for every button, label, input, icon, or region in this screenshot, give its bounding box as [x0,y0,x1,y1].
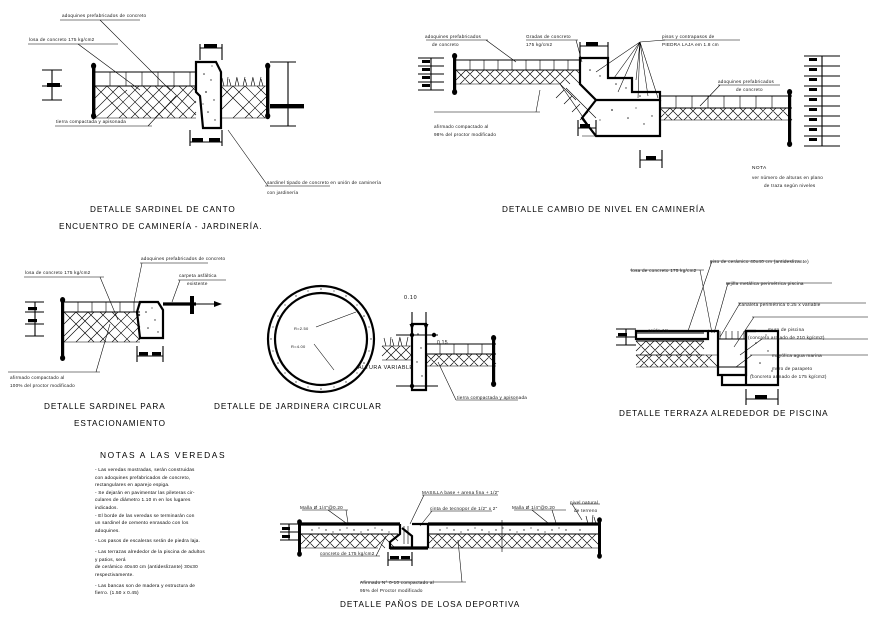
detail-terraza-piscina-graphic [616,260,868,405]
label-adoquines-pref-d3: adoquines prefabricados de concreto [141,256,226,261]
label-muro-piscina-d6: muro de piscina [768,327,805,332]
note-line: un sardinel de cemento enrasado con los [95,520,189,526]
label-radio-interior-d4: R=4.00 [291,344,306,349]
label-malla-left-d7: Malla Ø 1/4"@0.20 [300,505,343,510]
label-mayolica-agua-marina-d6: mayólica agua marina [772,353,822,358]
label-carpeta-asfaltica-d3: carpeta asfáltica [179,273,217,278]
label-losa-concreto-d3: losa de concreto 175 kg/cm2 [25,270,91,275]
title-sardinel-estacionamiento-line1: DETALLE SARDINEL PARA [44,402,166,411]
label-tierra-compactada-d1: tierra compactada y apisonada [56,119,127,124]
note-line: de cerámico 40x40 cm (antideslizante) 30… [95,564,198,570]
note-line: respectivamente. [95,571,134,577]
label-piedra-laja-d2: PIEDRA LAJA em 1.8 cm [662,42,719,47]
label-muro-parapeto-resist-d6: (concreto armado de 175 kg/cm2) [750,374,827,379]
dim-0-10-d5: 0.10 [404,295,418,301]
nota-line2-d2: de traza según niveles [764,183,816,188]
label-existente-d3: existente [187,281,208,286]
label-adoquines-prefabricados-d1: adoquines prefabricados de concreto [62,13,147,18]
title-sardinel-estacionamiento-line2: ESTACIONAMIENTO [74,419,166,428]
label-de-terreno-d7: de terreno [574,508,598,513]
notes-list: - Las veredas mostradas, serán construid… [95,466,270,597]
note-line: - Se dejarán en pavimentar las pileteras… [95,489,195,495]
nota-heading-d2: NOTA [752,166,767,171]
notes-block-title: NOTAS A LAS VEREDAS [100,450,227,460]
title-cambio-nivel: DETALLE CAMBIO DE NIVEL EN CAMINERÍA [502,205,706,214]
label-adoquines-pref-right-d2: adoquines prefabricados [718,79,775,84]
label-gradas-concreto-d2: Gradas de concreto [526,34,571,39]
detail-altura-variable-graphic [381,312,518,401]
note-line: - Los pasos de escaleras serán de piedra… [95,538,201,544]
detail-cambio-nivel-graphic [418,39,840,168]
label-muro-parapeto-d6: muro de parapeto [772,366,813,371]
label-losa-concreto-d6: losa de concreto 175 kg/cm2 [631,268,697,273]
note-line: fierro. (1.50 x 0.45) [95,590,139,596]
note-line: rectangulares en aparejo espiga. [95,482,170,488]
label-adoquines-pref-d2: adoquines prefabricados [425,34,482,39]
label-caida-1pct-d6: caída 1% [648,328,670,333]
label-proctor-100-d3: 100% del proctor modificado [10,383,75,388]
title-losa-deportiva: DETALLE PAÑOS DE LOSA DEPORTIVA [340,600,521,609]
label-malla-right-d7: Malla Ø 1/4"@0.20 [512,505,555,510]
note-line: - Las bancas son de madera y estructura … [95,582,196,588]
label-rejilla-metalica-d6: rejilla metálica perimétrica piscina [726,281,804,286]
label-de-concreto-d2: de concreto [432,42,459,47]
label-afirmado-compactado-d3: afirmado compactado al [10,375,65,380]
detail-losa-deportiva-graphic [280,494,602,583]
title-sardinel-canto-line1: DETALLE SARDINEL DE CANTO [90,205,236,214]
label-afirmado-n0-10-d7: Afirmado N° 0-10 compactado al [360,580,434,585]
label-altura-variable-d5: ALTURA VARIABLE [358,365,414,371]
title-terraza-piscina: DETALLE TERRAZA ALREDEDOR DE PISCINA [619,409,829,418]
note-line: con adoquines prefabricados de concreto, [95,474,191,480]
note-line: culares de diámetro 1.10 m en los lugare… [95,497,191,503]
detail-sardinel-canto-graphic [28,19,330,187]
note-line: - El borde de las veredas se terminarán … [95,512,195,518]
label-radio-exterior-d4: R=2.50 [294,326,309,331]
label-canaleta-perimetrica-d6: canaleta perimétrica 0.25 x variable [739,302,821,307]
label-nivel-natural-d7: nivel natural [570,500,599,505]
label-muro-piscina-resist-d6: (concreto armado de 210 kg/cm2) [748,335,825,340]
dim-0-15-d5: 0.15 [437,340,448,346]
note-line: adoquines. [95,527,120,533]
label-afirmado-compactado-d2: afirmado compactado al [434,124,489,129]
label-de-concreto-right-d2: de concreto [736,87,763,92]
label-piso-ceramico-d6: piso de cerámico 40x40 cm (antideslizant… [710,259,809,264]
label-proctor-98-d2: 98% del proctor modificado [434,132,497,137]
title-jardinera-circular: DETALLE DE JARDINERA CIRCULAR [214,402,382,411]
label-sardinel-union-d1: sardinel tipado de concreto en unión de … [267,180,382,185]
label-cinta-tecnopor-d7: cinta de tecnopor de 1/2" x 2" [430,506,498,511]
label-con-jardineria-d1: con jardinería [267,190,299,195]
label-losa-concreto-d1: losa de concreto 175 kg/cm2 [29,37,95,42]
note-line: indicados. [95,505,119,511]
label-gradas-resistencia-d2: 175 kg/cm2 [526,42,553,47]
note-line: - Las veredas mostradas, serán construid… [95,467,195,472]
detail-jardinera-circular-graphic [266,284,376,394]
nota-line1-d2: ver número de alturas en plano [752,175,824,180]
label-concreto-175-d7: concreto de 175 kg/cm2 [320,551,375,556]
label-proctor-95-d7: 95% del Proctor modificado [360,588,423,593]
label-tierra-compactada-d5: tierra compactada y apisonada [457,395,528,400]
label-masilla-arena-d7: MASILLA base + arena fina + 1/2" [422,490,500,495]
note-line: y patios, será [95,556,126,562]
detail-sardinel-estacionamiento-graphic [8,262,226,373]
title-sardinel-canto-line2: ENCUENTRO DE CAMINERÍA - JARDINERÍA. [59,222,263,231]
note-line: - Las terrazas alrededor de la piscina d… [95,549,205,555]
label-pisos-contrapasos-d2: pisos y contrapasos de [662,34,715,39]
